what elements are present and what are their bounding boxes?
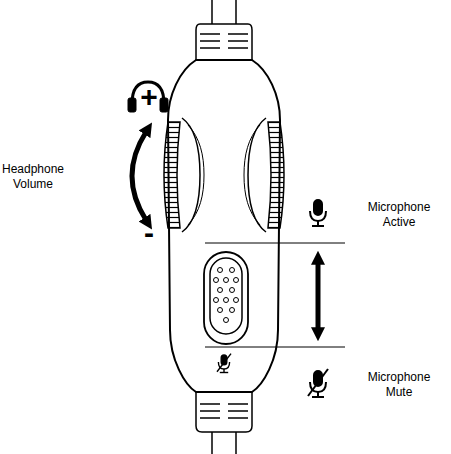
bottom-collar bbox=[196, 392, 252, 432]
microphone-icon bbox=[310, 200, 326, 226]
mic-mute-label: Microphone Mute bbox=[356, 370, 442, 400]
volume-label: Headphone Volume bbox=[0, 162, 66, 192]
top-collar bbox=[196, 24, 252, 60]
microphone-mute-icon bbox=[308, 369, 328, 397]
slider-arrow bbox=[316, 262, 321, 330]
headphone-icon bbox=[128, 82, 168, 112]
volume-plus-sign: + bbox=[134, 82, 164, 112]
mic-active-label: Microphone Active bbox=[356, 200, 442, 230]
volume-minus-sign: - bbox=[136, 218, 162, 248]
volume-wheel bbox=[164, 118, 284, 232]
mute-slider bbox=[204, 252, 248, 344]
mute-icon bbox=[217, 354, 231, 373]
reference-line bbox=[205, 243, 345, 347]
volume-arrow bbox=[132, 132, 146, 220]
control-body bbox=[168, 60, 280, 392]
